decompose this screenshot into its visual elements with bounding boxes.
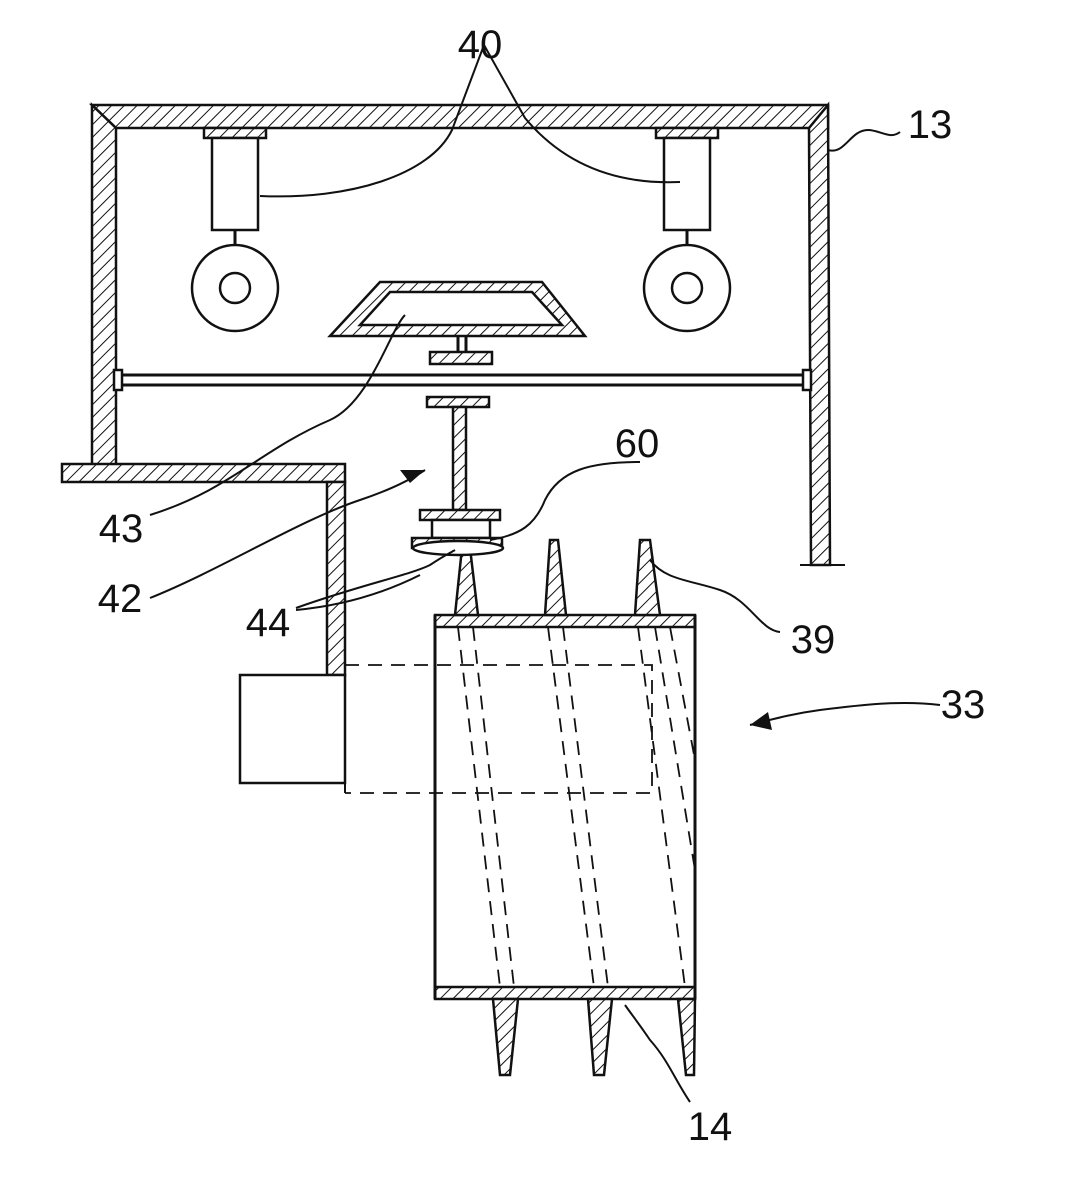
guide-rail <box>114 370 811 390</box>
trapezoid-block <box>330 282 585 364</box>
label-43: 43 <box>99 507 144 551</box>
cylinder-right <box>644 128 730 331</box>
label-33: 33 <box>941 683 986 727</box>
cylinder-left <box>192 128 278 331</box>
label-60: 60 <box>615 422 660 466</box>
coupling <box>413 541 503 555</box>
drum <box>435 540 695 1075</box>
label-13: 13 <box>908 103 953 147</box>
label-40: 40 <box>458 23 503 67</box>
label-44: 44 <box>246 601 291 645</box>
i-beam <box>412 397 502 548</box>
label-14: 14 <box>688 1105 733 1149</box>
housing-frame <box>62 105 845 675</box>
label-42: 42 <box>98 577 143 621</box>
motor <box>240 665 652 793</box>
label-39: 39 <box>791 618 836 662</box>
